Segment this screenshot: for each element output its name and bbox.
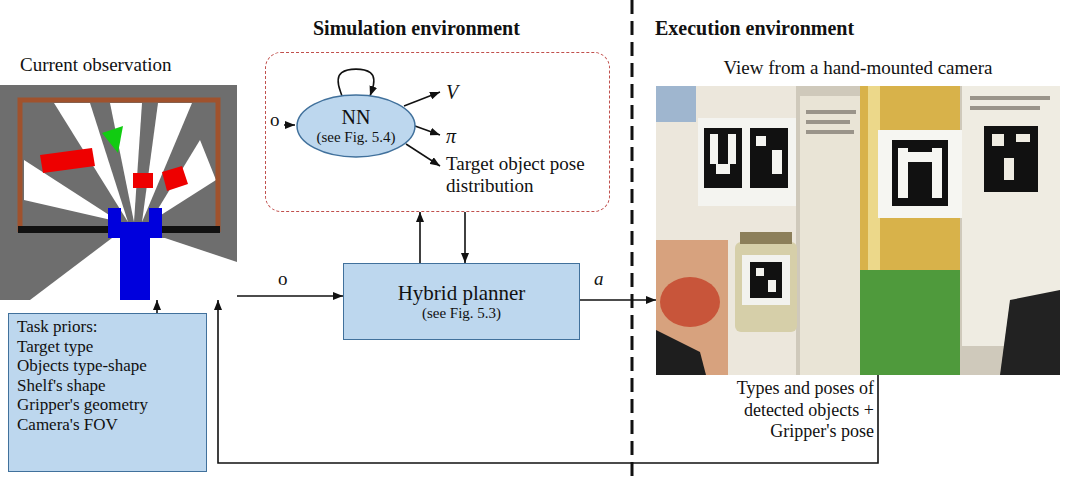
camera-photo (656, 86, 1060, 375)
marker-cell (728, 134, 736, 164)
back-package (800, 96, 862, 375)
output-text: Target object pose distribution (446, 153, 598, 197)
bottle-label (860, 270, 960, 375)
section-title: Simulation environment (313, 17, 520, 40)
cereal-box (656, 86, 796, 375)
output-arrow (415, 126, 440, 135)
marker-cell (908, 152, 932, 162)
marker-cube (878, 130, 962, 218)
marker-cell (1004, 158, 1014, 180)
object-box (133, 173, 153, 188)
node-text: NN (342, 106, 371, 129)
observation-ground (0, 85, 237, 300)
cereal-box-print (656, 86, 696, 122)
edge-label: o (276, 268, 290, 291)
simulated-observation (0, 85, 237, 300)
fiducial-marker (892, 140, 948, 206)
node-text: Shelf's shape (17, 376, 106, 396)
flow-arrow (156, 300, 158, 313)
marker-cube (698, 118, 796, 206)
marker-cell (756, 268, 764, 276)
node-heading: Task priors: (17, 317, 98, 337)
marker-cell (772, 150, 782, 174)
object-box (40, 148, 95, 173)
target-object (102, 126, 123, 153)
fiducial-marker (984, 126, 1038, 192)
node-text: (see Fig. 5.3) (422, 305, 501, 322)
camera-image: View from a hand-mounted camera (656, 86, 1060, 375)
ellipse-shape (297, 95, 415, 157)
output-arrow (406, 144, 440, 166)
marker-cell (756, 136, 766, 146)
gripper-finger (656, 330, 706, 375)
edge-label: Types and poses of detected objects + Gr… (688, 378, 876, 443)
flow-arrow (419, 212, 421, 263)
fiducial-marker (750, 262, 782, 298)
node-text: Target type (17, 337, 93, 357)
glass-jar (735, 242, 797, 332)
signal-label: o (270, 109, 280, 131)
marker-cell (716, 164, 730, 174)
fiducial-marker (704, 128, 742, 188)
gripper-shape (108, 208, 162, 300)
planner-box: Hybrid planner(see Fig. 5.3) (343, 263, 580, 340)
package-print (970, 106, 1040, 110)
photo-ground (656, 86, 1060, 375)
package-print (806, 120, 850, 124)
environment-divider (631, 0, 634, 479)
node-text: Hybrid planner (398, 281, 526, 305)
output-arrow (404, 92, 440, 106)
priors-box: Task priors:Target typeObjects type-shap… (8, 313, 207, 472)
output-symbol: V (446, 81, 458, 104)
recurrent-loop (338, 69, 374, 96)
marker-cell (932, 148, 942, 198)
marker-cell (898, 148, 908, 198)
package-print (806, 110, 856, 114)
gripper-finger (1000, 290, 1060, 375)
jar-lid (740, 232, 792, 244)
cereal-box-print (656, 240, 728, 375)
node-text: Objects type-shape (17, 356, 147, 376)
input-arrow (284, 124, 295, 126)
section-title: Execution environment (655, 17, 854, 40)
node-text: (see Fig. 5.4) (316, 129, 395, 146)
visible-region (24, 160, 120, 222)
package-print (806, 130, 854, 134)
node-text: Gripper's geometry (17, 395, 148, 415)
flow-arrow (464, 212, 466, 263)
marker-cell (768, 280, 776, 292)
marker-cell (992, 134, 1004, 146)
marker-cell (710, 134, 718, 164)
node-heading: Current observation (20, 54, 171, 76)
observation-image: Current observation (0, 85, 237, 300)
cereal-box-print (660, 277, 720, 327)
marker-cube (742, 255, 790, 305)
package-print (970, 96, 1050, 100)
oil-bottle (860, 86, 960, 375)
network-region: VπTarget object pose distribution NN(see … (265, 52, 610, 212)
network-ellipse: NN(see Fig. 5.4) (296, 94, 416, 158)
marker-cell (1016, 134, 1030, 142)
object-box (162, 166, 188, 191)
node-heading: View from a hand-mounted camera (656, 57, 1060, 79)
edge-label: a (592, 268, 606, 291)
flow-arrow (237, 295, 343, 297)
fiducial-marker (750, 128, 788, 188)
output-symbol: π (446, 125, 456, 148)
flow-arrow (580, 299, 656, 301)
visible-region (110, 103, 142, 222)
node-text: Camera's FOV (17, 415, 118, 435)
